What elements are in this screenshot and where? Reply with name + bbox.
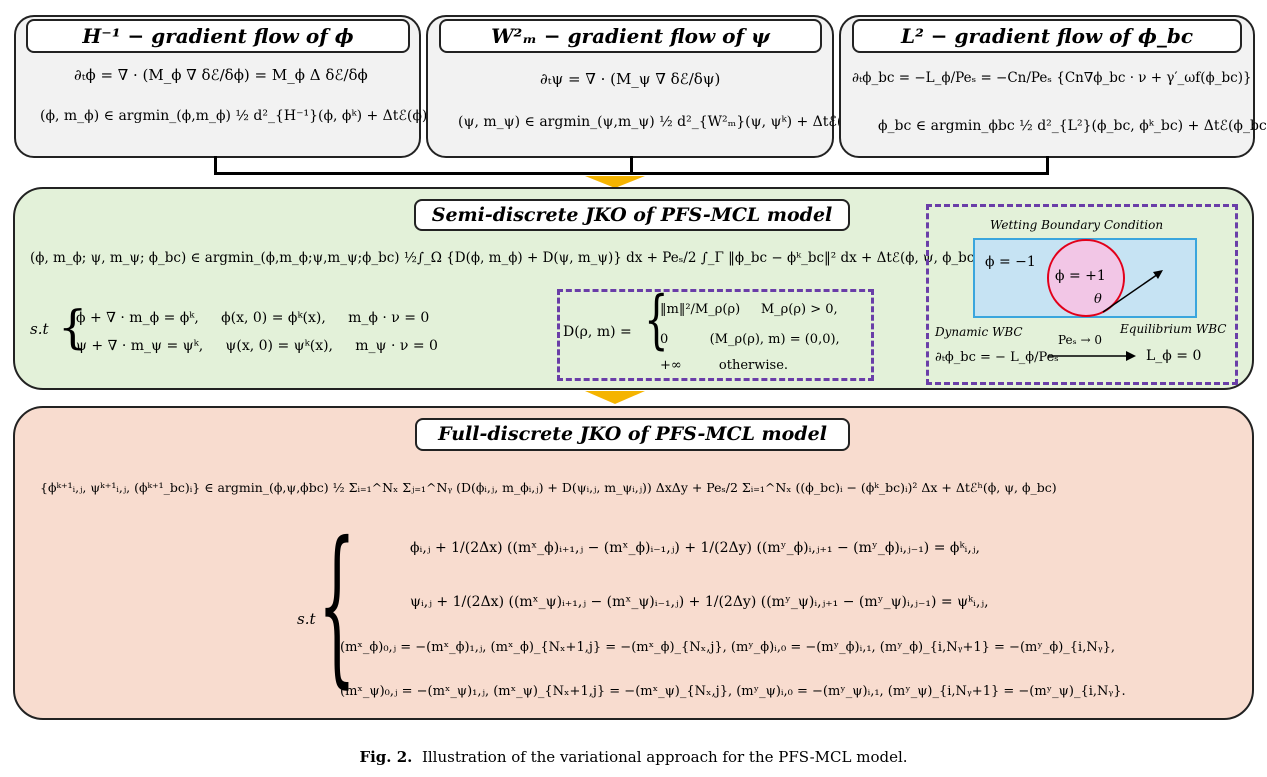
full-st: s.t <box>297 610 316 628</box>
d-case-1: ‖m‖²/M_ρ(ρ) M_ρ(ρ) > 0, <box>660 302 838 317</box>
wbc-phi-out: ϕ = −1 <box>985 254 1036 270</box>
d-case-3: +∞ otherwise. <box>660 358 789 373</box>
wbc-dynamic-eq: ∂ₜϕ_bc = − L_ϕ/Peₛ <box>935 350 1059 365</box>
wbc-arrow-label: Peₛ → 0 <box>1058 333 1102 347</box>
w-flow-eq1: ∂ₜψ = ∇ · (M_ψ ∇ δℰ/δψ) <box>540 70 721 88</box>
full-panel <box>13 406 1254 720</box>
semi-constraint-2: ψ + ∇ · m_ψ = ψᵏ, ψ(x, 0) = ψᵏ(x), m_ψ ·… <box>76 338 438 354</box>
connector-mid <box>630 156 633 174</box>
h-flow-title: H⁻¹ − gradient flow of ϕ <box>26 19 410 53</box>
wbc-equilibrium-label: Equilibrium WBC <box>1120 322 1227 336</box>
wbc-title: Wetting Boundary Condition <box>990 218 1164 232</box>
d-label: D(ρ, m) = <box>563 324 632 340</box>
h-flow-eq2: (ϕ, m_ϕ) ∈ argmin_(ϕ,m_ϕ) ½ d²_{H⁻¹}(ϕ, … <box>40 108 428 124</box>
semi-brace: { <box>58 300 88 354</box>
semi-st: s.t <box>30 320 49 338</box>
wbc-phi-in: ϕ = +1 <box>1055 268 1106 284</box>
full-constraint-1: ϕᵢ,ⱼ + 1/(2Δx) ((mˣ_ϕ)ᵢ₊₁,ⱼ − (mˣ_ϕ)ᵢ₋₁,… <box>410 540 980 556</box>
d-case-2: 0 (M_ρ(ρ), m) = (0,0), <box>660 332 840 347</box>
caption-text: Illustration of the variational approach… <box>421 748 908 766</box>
caption-label: Fig. 2. <box>359 748 413 766</box>
full-title: Full-discrete JKO of PFS-MCL model <box>415 418 850 451</box>
h-flow-eq1: ∂ₜϕ = ∇ · (M_ϕ ∇ δℰ/δϕ) = M_ϕ Δ δℰ/δϕ <box>74 66 368 84</box>
l-flow-eq1: ∂ₜϕ_bc = −L_ϕ/Peₛ = −Cn/Peₛ {Cn∇ϕ_bc · ν… <box>852 70 1252 86</box>
l-flow-eq2: ϕ_bc ∈ argmin_ϕbc ½ d²_{L²}(ϕ_bc, ϕᵏ_bc)… <box>878 118 1267 134</box>
wbc-box <box>926 204 1238 385</box>
l-flow-title: L² − gradient flow of ϕ_bc <box>852 19 1242 53</box>
full-constraint-2: ψᵢ,ⱼ + 1/(2Δx) ((mˣ_ψ)ᵢ₊₁,ⱼ − (mˣ_ψ)ᵢ₋₁,… <box>410 594 989 610</box>
semi-main-eq: (ϕ, m_ϕ; ψ, m_ψ; ϕ_bc) ∈ argmin_(ϕ,m_ϕ;ψ… <box>30 250 980 266</box>
connector-right <box>1046 156 1049 174</box>
semi-constraint-1: ϕ + ∇ · m_ϕ = ϕᵏ, ϕ(x, 0) = ϕᵏ(x), m_ϕ ·… <box>76 310 430 326</box>
down-arrow-2 <box>585 391 645 404</box>
d-brace: { <box>644 283 669 357</box>
wbc-diagram <box>973 238 1197 318</box>
d-definition-box <box>557 289 874 381</box>
figure-caption: Fig. 2. Illustration of the variational … <box>0 748 1267 766</box>
semi-title: Semi-discrete JKO of PFS-MCL model <box>414 199 850 231</box>
w-flow-eq2: (ψ, m_ψ) ∈ argmin_(ψ,m_ψ) ½ d²_{W²ₘ}(ψ, … <box>458 114 859 130</box>
connector-left <box>214 156 217 174</box>
wbc-limit-arrow <box>1048 351 1136 361</box>
wbc-theta: θ <box>1094 292 1102 307</box>
full-constraint-3: (mˣ_ϕ)₀,ⱼ = −(mˣ_ϕ)₁,ⱼ, (mˣ_ϕ)_{Nₓ+1,j} … <box>340 640 1116 655</box>
wbc-equilibrium-eq: L_ϕ = 0 <box>1146 348 1202 364</box>
connector-bar <box>214 172 1049 175</box>
full-brace: { <box>318 506 356 704</box>
full-constraint-4: (mˣ_ψ)₀,ⱼ = −(mˣ_ψ)₁,ⱼ, (mˣ_ψ)_{Nₓ+1,j} … <box>340 684 1126 699</box>
down-arrow-1 <box>585 176 645 188</box>
w-flow-title: W²ₘ − gradient flow of ψ <box>439 19 822 53</box>
wbc-dynamic-label: Dynamic WBC <box>935 325 1023 339</box>
full-main-eq: {ϕᵏ⁺¹ᵢ,ⱼ, ψᵏ⁺¹ᵢ,ⱼ, (ϕᵏ⁺¹_bc)ᵢ} ∈ argmin_… <box>40 480 1057 495</box>
